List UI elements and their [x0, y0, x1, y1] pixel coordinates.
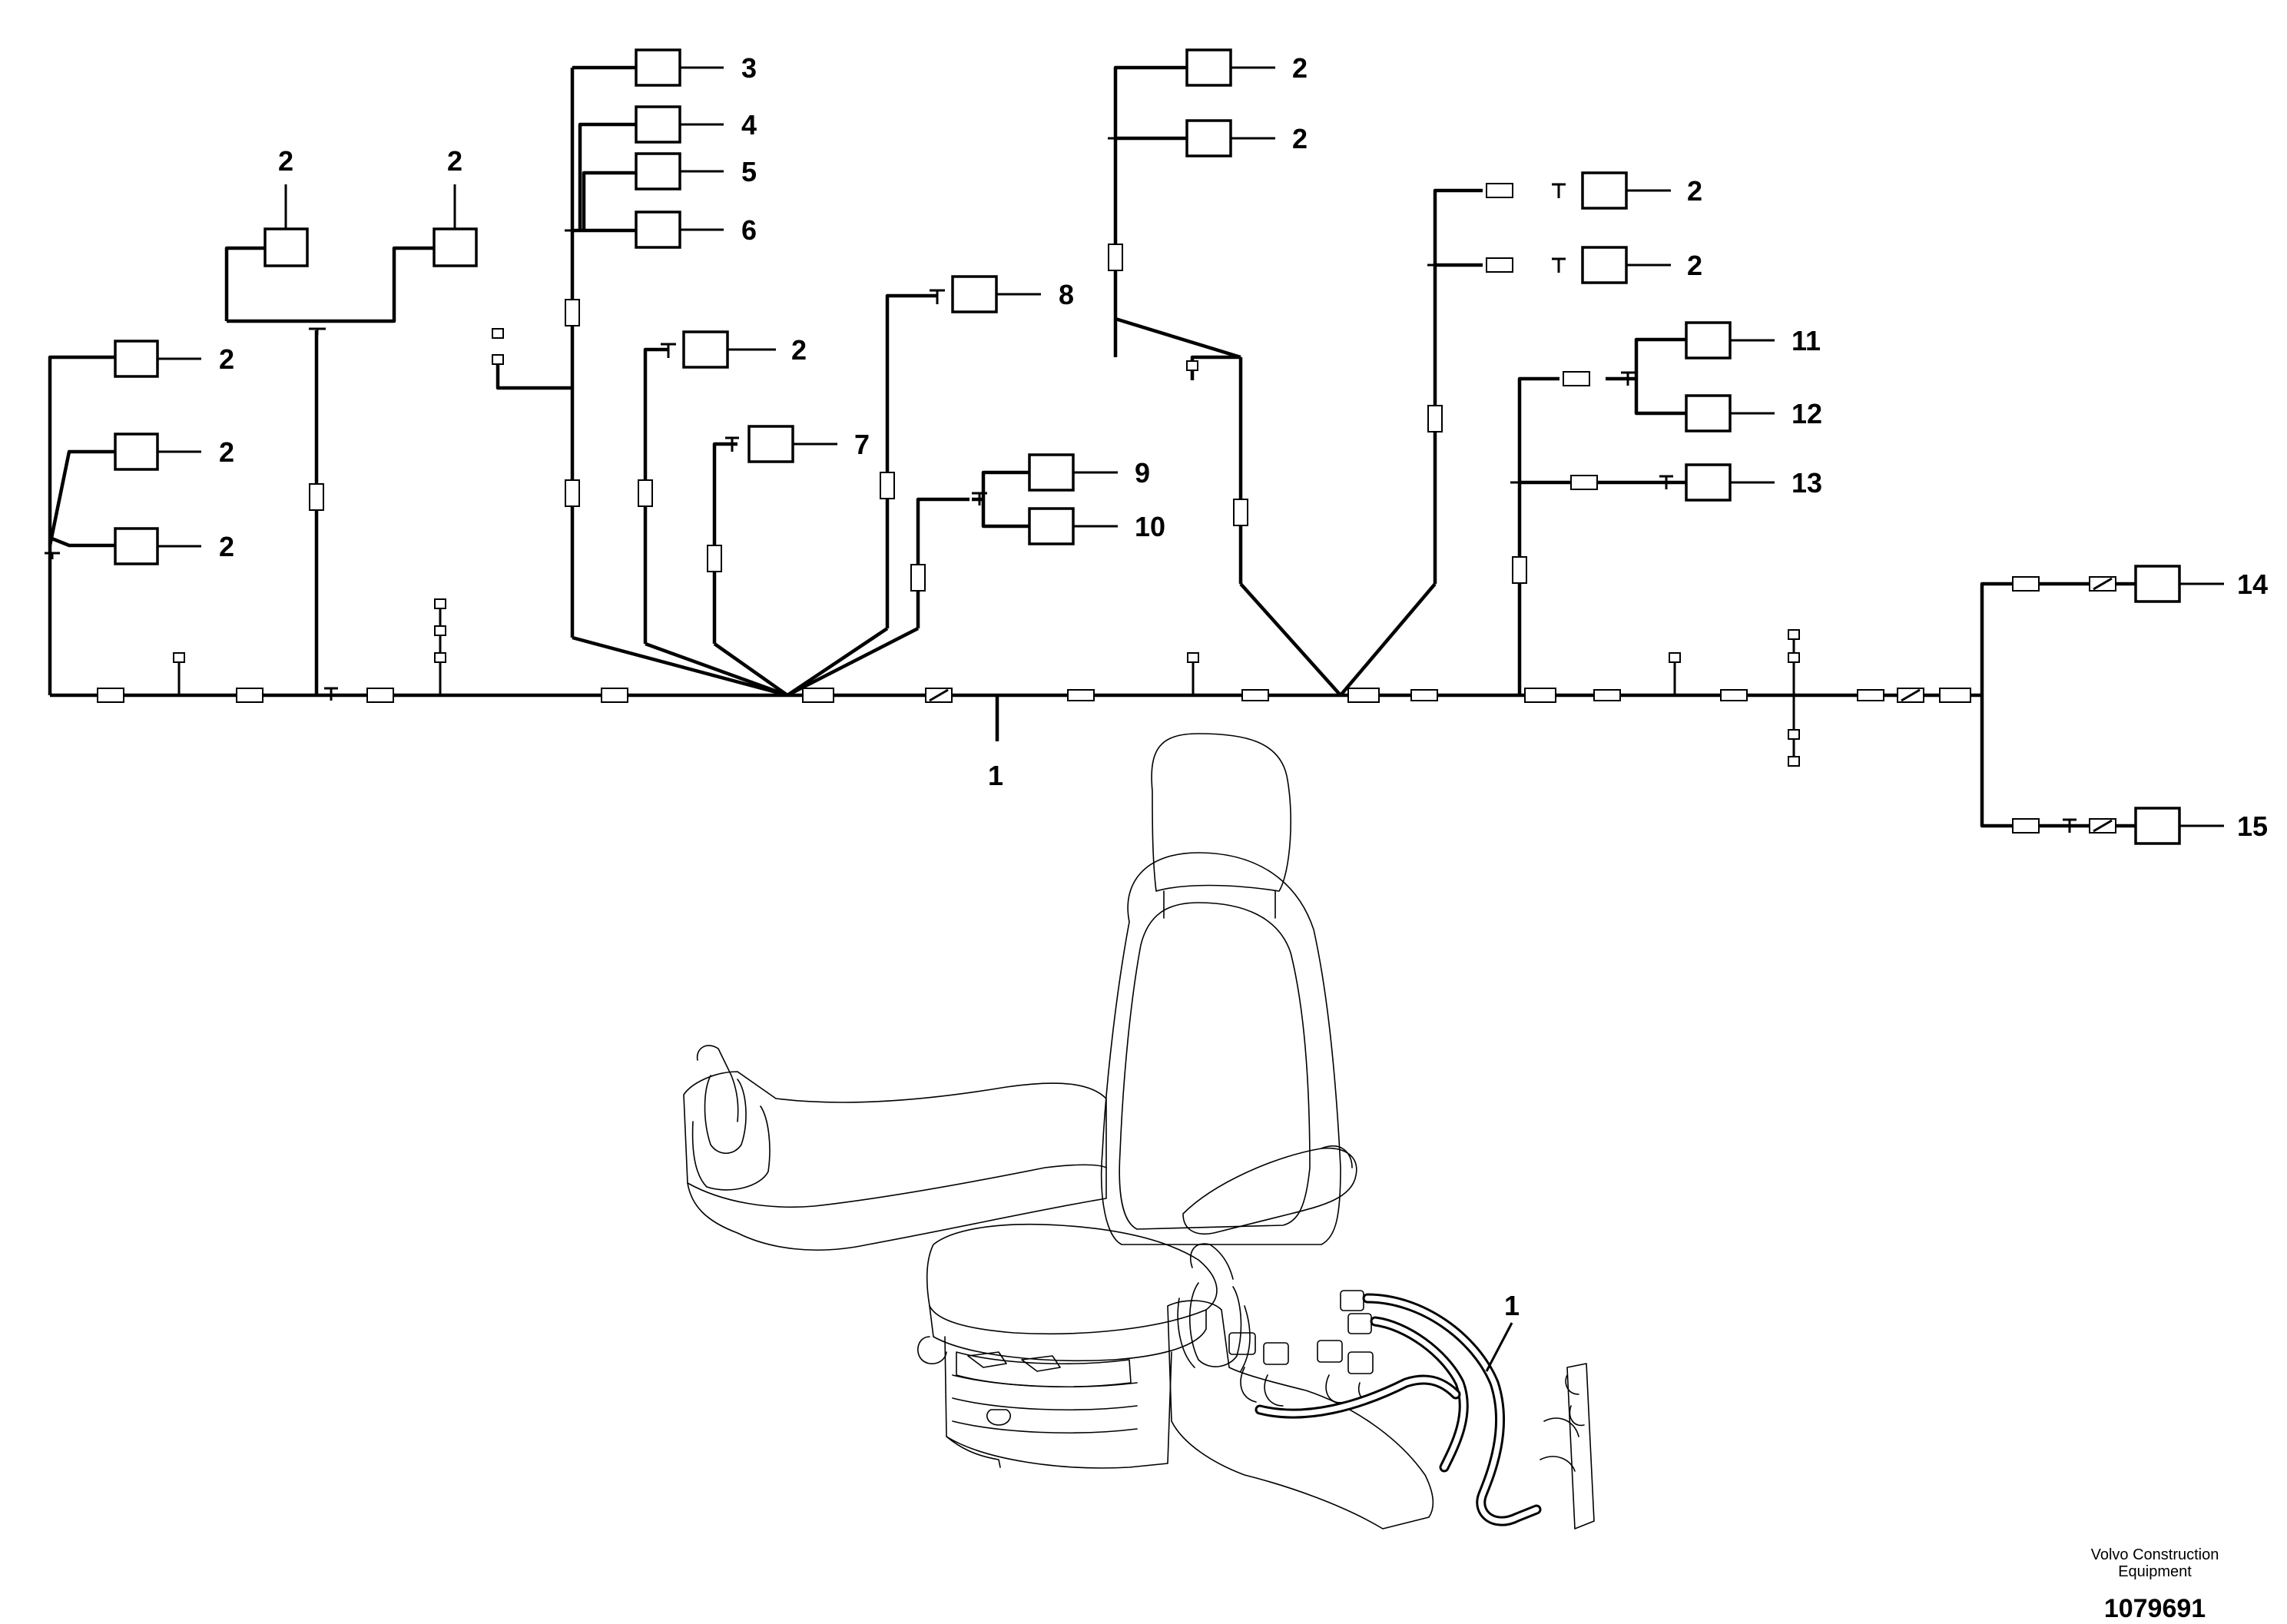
callout-9: 9	[1135, 457, 1150, 489]
callout-7: 7	[854, 429, 870, 460]
callout-2: 2	[219, 531, 234, 562]
callout-10: 10	[1135, 511, 1165, 542]
callout-labels: 1 2 2 2 2 2 3 4 5 6 2 7 8 9 10 2 2 2 2 1…	[219, 52, 2268, 1321]
callout-13: 13	[1791, 467, 1822, 499]
callout-2: 2	[1292, 123, 1308, 154]
callout-8: 8	[1059, 279, 1074, 310]
component-boxes	[114, 48, 2224, 845]
brand-block: Volvo Construction Equipment 1079691	[2063, 1546, 2247, 1624]
schematic-wires	[48, 65, 2136, 828]
callout-2: 2	[219, 436, 234, 468]
callout-2: 2	[219, 343, 234, 375]
callout-1-illustration: 1	[1504, 1290, 1520, 1321]
inline-connectors	[45, 137, 2116, 834]
operator-seat-illustration	[683, 733, 1595, 1530]
brand-line-2: Equipment	[2118, 1563, 2192, 1580]
callout-12: 12	[1791, 398, 1822, 429]
brand-line-1: Volvo Construction	[2090, 1546, 2219, 1563]
callout-15: 15	[2237, 810, 2268, 842]
callout-2: 2	[447, 145, 462, 177]
callout-6: 6	[741, 214, 757, 246]
callout-2: 2	[1292, 52, 1308, 84]
callout-5: 5	[741, 156, 757, 187]
callout-3: 3	[741, 52, 757, 84]
document-number: 1079691	[2103, 1594, 2206, 1623]
callout-2: 2	[1687, 175, 1702, 207]
callout-2: 2	[1687, 250, 1702, 281]
callout-11: 11	[1791, 325, 1821, 356]
callout-2: 2	[791, 334, 807, 366]
callout-2: 2	[278, 145, 293, 177]
callout-4: 4	[741, 109, 757, 141]
callout-1-schematic: 1	[988, 760, 1003, 791]
callout-14: 14	[2237, 568, 2268, 600]
